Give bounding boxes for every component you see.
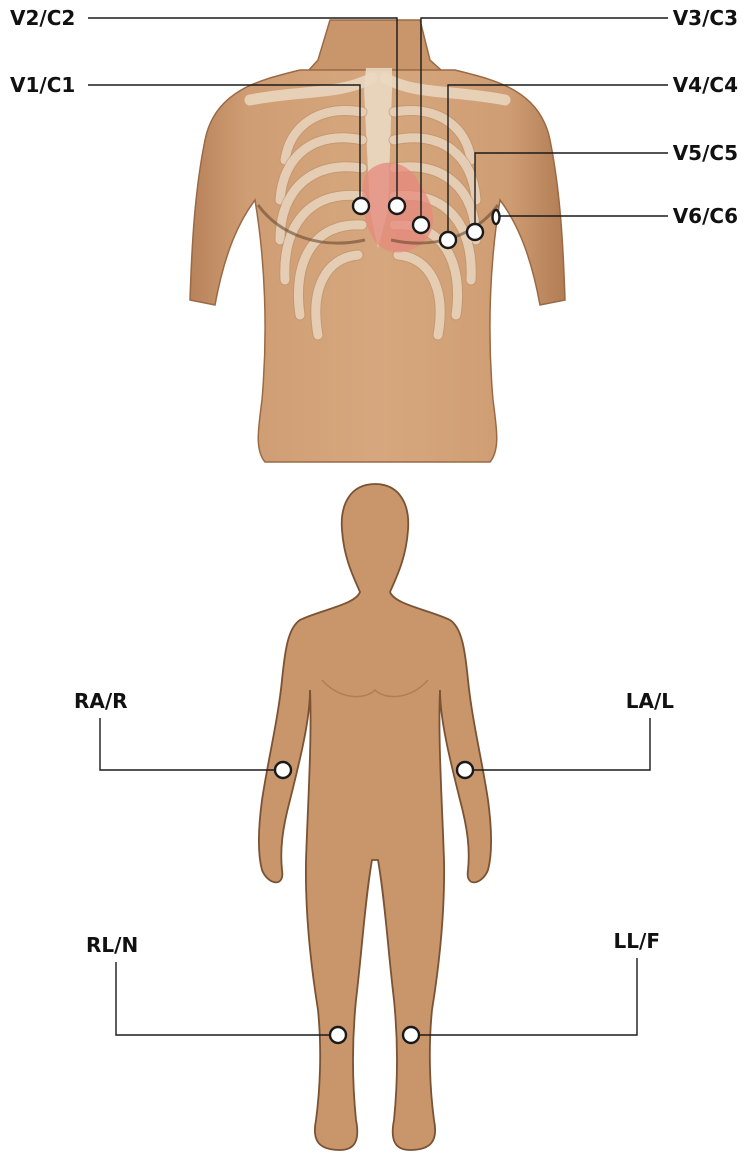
label-ra: RA/R — [74, 689, 128, 713]
leader-line-ll — [411, 958, 637, 1035]
label-la: LA/L — [626, 689, 675, 713]
electrode-v2 — [389, 198, 405, 214]
label-v5: V5/C5 — [673, 141, 738, 165]
electrode-ra — [275, 762, 291, 778]
label-v2: V2/C2 — [10, 6, 75, 30]
full-body-illustration — [259, 484, 491, 1150]
electrode-v1 — [353, 198, 369, 214]
electrode-ll — [403, 1027, 419, 1043]
leader-line-la — [465, 718, 650, 770]
electrode-v3 — [413, 217, 429, 233]
label-ll: LL/F — [614, 929, 660, 953]
label-rl: RL/N — [86, 933, 138, 957]
electrode-la — [457, 762, 473, 778]
electrode-v5 — [467, 224, 483, 240]
label-v6: V6/C6 — [673, 204, 738, 228]
label-v4: V4/C4 — [673, 73, 738, 97]
label-v3: V3/C3 — [673, 6, 738, 30]
torso-illustration — [190, 20, 565, 462]
electrode-rl — [330, 1027, 346, 1043]
label-v1: V1/C1 — [10, 73, 75, 97]
leader-line-rl — [116, 962, 338, 1035]
leader-line-ra — [100, 718, 283, 770]
electrode-v4 — [440, 232, 456, 248]
electrode-v6 — [493, 210, 500, 224]
